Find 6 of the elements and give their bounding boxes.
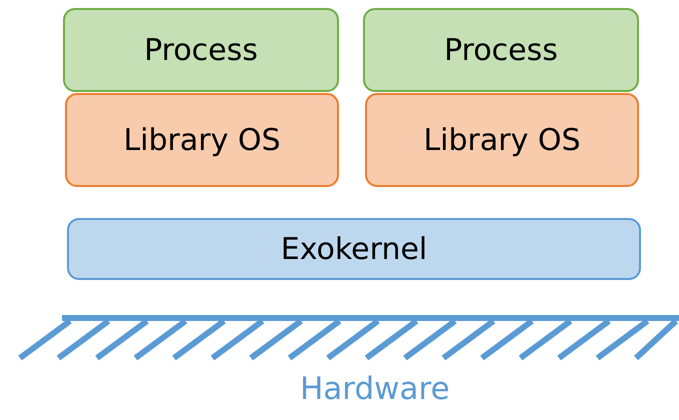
library-os-box: Library OS [65, 93, 339, 187]
layer-label: Hardware [300, 371, 450, 407]
library-os-box: Library OS [365, 93, 639, 187]
process-box: Process [63, 8, 339, 92]
process-box: Process [363, 8, 639, 92]
kernel-bar: Exokernel [67, 218, 641, 280]
